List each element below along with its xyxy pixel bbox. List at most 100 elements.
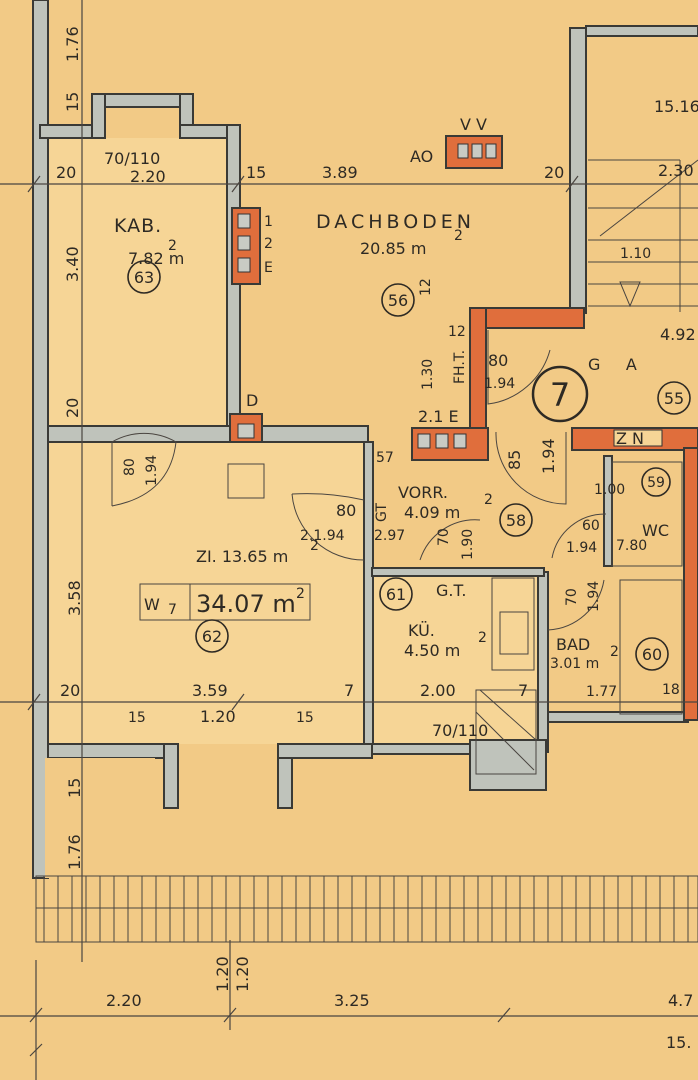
dim-110: 1.10	[620, 246, 651, 262]
gt-label-1: GT	[374, 503, 390, 522]
kab-area-sup: 2	[168, 238, 177, 254]
dachboden-area: 20.85 m	[360, 239, 426, 258]
dim-194a: 1.94	[484, 376, 515, 392]
dim-100: 1.00	[594, 482, 625, 498]
dim-120: 1.20	[200, 707, 236, 726]
shaft-zn: Z N	[616, 429, 644, 448]
kueche-name: KÜ.	[408, 621, 435, 640]
vorraum-area: 4.09 m	[404, 503, 460, 522]
dim-70b: 70	[564, 588, 580, 606]
bad-area-sup: 2	[610, 644, 619, 660]
fixtures	[139, 461, 683, 775]
dim-7a: 7	[344, 681, 354, 700]
dim-20a: 20	[56, 163, 76, 182]
vorraum-no: 58	[506, 511, 526, 530]
bad-no: 60	[642, 645, 662, 664]
kab-area: 7.82 m	[128, 249, 184, 268]
dim-20b: 20	[63, 398, 82, 418]
shaft-d: D	[246, 391, 258, 410]
dim-15d: 15	[128, 710, 146, 726]
dim-358: 3.58	[65, 580, 84, 616]
railing	[35, 875, 698, 943]
walls	[32, 0, 698, 879]
dachboden-no: 56	[388, 291, 408, 310]
stair-top-area: 15.16	[654, 97, 698, 116]
kue-door: 70/110	[432, 721, 488, 740]
dim-20c: 20	[60, 681, 80, 700]
dim-194-kab: 1.94	[144, 455, 160, 486]
dim-85: 85	[505, 450, 524, 470]
dim-297: 2.97	[374, 528, 405, 544]
red-walls	[229, 135, 698, 721]
shaft-boxes	[237, 143, 663, 449]
zimmer-no: 62	[202, 627, 222, 646]
ao-label: AO	[410, 147, 433, 166]
dim-12a: 12	[418, 278, 434, 296]
stair-no: 55	[664, 389, 684, 408]
bottom-15: 15.	[666, 1033, 691, 1052]
vv-label: V V	[460, 115, 487, 134]
vorraum-name: VORR.	[398, 483, 448, 502]
dim-15a: 15	[63, 92, 82, 112]
dim-7b: 7	[518, 681, 528, 700]
dachboden-area-sup: 2	[454, 228, 463, 244]
kueche-area-sup: 2	[478, 630, 487, 646]
room-fills	[48, 138, 538, 748]
shaft-1: 1	[264, 214, 273, 230]
fht-label: FH.T.	[452, 350, 468, 384]
dim-70a: 70	[436, 528, 452, 546]
dim-20d: 20	[544, 163, 564, 182]
dim-80c: 80	[336, 501, 356, 520]
dim-15c: 15	[246, 163, 266, 182]
dachboden-name: DACHBODEN	[316, 211, 475, 233]
dim-130: 1.30	[420, 359, 436, 390]
dim-18: 18	[662, 682, 680, 698]
dim-60: 60	[582, 518, 600, 534]
bottom-325: 3.25	[334, 991, 370, 1010]
unit-number-circle	[531, 365, 589, 423]
dim-194b: 1.94	[539, 438, 558, 474]
zimmer-area-sup: 2	[310, 538, 319, 554]
dim-389: 3.89	[322, 163, 358, 182]
w-area: 34.07 m	[196, 590, 296, 618]
dim-15e: 15	[296, 710, 314, 726]
dim-194d: 2.1.94	[300, 528, 345, 544]
dim-12b: 12	[448, 324, 466, 340]
stairs	[588, 159, 698, 312]
shaft-21e: 2.1 E	[418, 407, 459, 426]
room-number-circles	[127, 260, 691, 671]
wc-no: 59	[647, 475, 665, 491]
shaft-2: 2	[264, 236, 273, 252]
dim-176b: 1.76	[65, 834, 84, 870]
w-label: W	[144, 595, 160, 614]
dim-194f: 1.94	[586, 581, 602, 612]
dim-200: 2.00	[420, 681, 456, 700]
bad-area: 3.01 m	[550, 656, 599, 672]
unit-number: 7	[550, 376, 570, 414]
bottom-47: 4.7	[668, 991, 693, 1010]
dim-176a: 1.76	[63, 26, 82, 62]
dimension-labels: 1.76 15 20 3.40 20 3.58 20 15 1.76 70/11…	[56, 26, 694, 1052]
stair-ga: G A	[588, 355, 637, 374]
bottom-120a: 1.20	[213, 956, 232, 992]
zimmer-name: ZI. 13.65 m	[196, 547, 288, 566]
dim-15b: 15	[65, 778, 84, 798]
wc-name: WC	[642, 521, 669, 540]
dim-80a: 80	[488, 351, 508, 370]
dim-194e: 1.94	[566, 540, 597, 556]
kab-door: 70/110	[104, 149, 160, 168]
kab-name: KAB.	[114, 215, 162, 237]
kueche-no: 61	[386, 585, 406, 604]
kueche-area: 4.50 m	[404, 641, 460, 660]
room-labels: KAB. 7.82 m 2 63 DACHBODEN 20.85 m 2 56 …	[114, 97, 698, 672]
dim-359: 3.59	[192, 681, 228, 700]
shaft-labels: AO V V 1 2 E D 2.1 E Z N	[246, 115, 644, 448]
w-area-sup: 2	[296, 586, 305, 602]
bad-name: BAD	[556, 635, 590, 654]
door-swings	[111, 330, 607, 771]
stair-area: 4.92	[660, 325, 696, 344]
kab-no: 63	[134, 268, 154, 287]
dim-230: 2.30	[658, 161, 694, 180]
dim-780: 7.80	[616, 538, 647, 554]
